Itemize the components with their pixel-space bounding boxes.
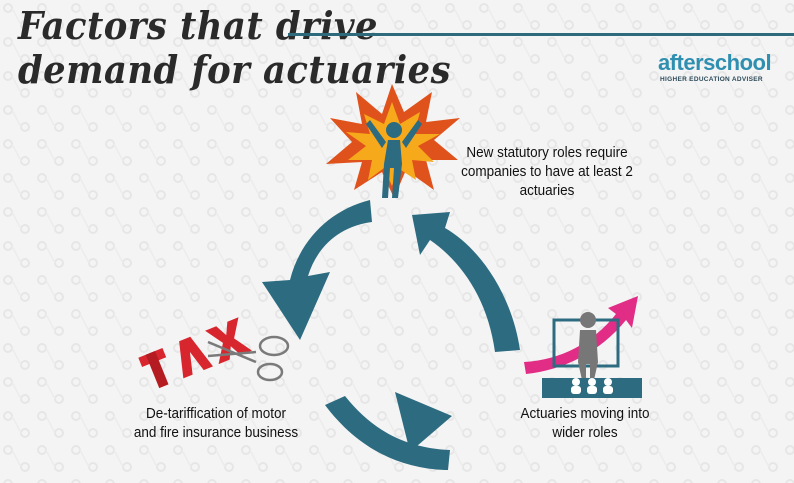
presenter-growth-arrow-icon (524, 296, 642, 398)
step-label-detariffication: De-tariffication of motor and fire insur… (133, 405, 299, 441)
explosion-person-icon (326, 84, 460, 198)
page-title: Factors that drive demand for actuaries (18, 4, 451, 92)
scissors-icon (207, 335, 290, 382)
cycle-arrow-left (262, 200, 372, 340)
step-label-wider-roles: Actuaries moving into wider roles (520, 405, 650, 441)
logo-tagline: HIGHER EDUCATION ADVISER (660, 76, 763, 83)
afterschool-logo: afterschool HIGHER EDUCATION ADVISER (658, 50, 788, 90)
cycle-arrow-bottom (325, 392, 452, 470)
logo-brand: afterschool (658, 50, 772, 75)
cycle-arrow-right (412, 212, 520, 352)
scissors-cutting-tax-icon (138, 317, 290, 389)
title-line-2: demand for actuaries (18, 47, 451, 92)
title-underline (288, 33, 794, 36)
title-line-1: Factors that drive (18, 3, 378, 48)
step-label-statutory-roles: New statutory roles require companies to… (461, 144, 633, 199)
